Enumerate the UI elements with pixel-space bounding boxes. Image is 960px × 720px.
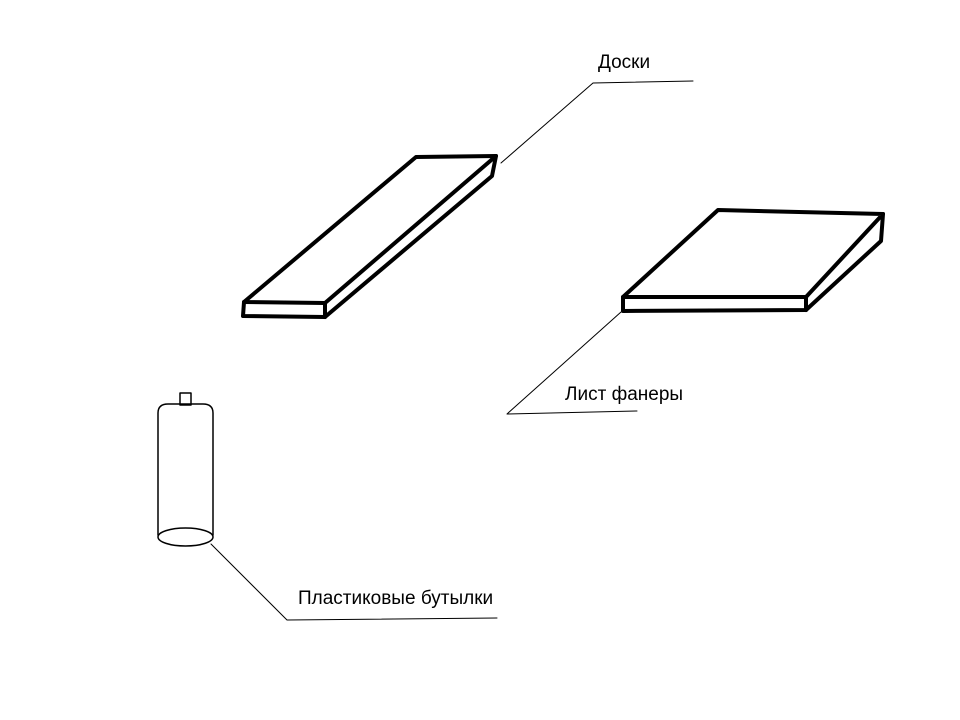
leader-line-plywood <box>506 311 638 415</box>
board-drawing <box>241 154 498 319</box>
bottle-bottom <box>157 527 214 547</box>
label-boards: Доски <box>598 52 651 73</box>
leader-line-boards <box>500 80 694 164</box>
plywood-side-edge <box>804 212 885 312</box>
board-side-edge <box>323 154 498 319</box>
plywood-drawing <box>621 208 885 313</box>
label-bottles: Пластиковые бутылки <box>298 588 494 609</box>
bottle-drawing <box>157 392 214 547</box>
bottle-body <box>157 403 214 536</box>
plywood-top-face <box>621 208 885 299</box>
bottle-cap <box>179 392 192 406</box>
label-plywood: Лист фанеры <box>565 384 684 405</box>
plywood-front-edge <box>621 295 808 313</box>
board-front-edge <box>241 300 327 319</box>
leader-line-bottles <box>210 543 498 621</box>
